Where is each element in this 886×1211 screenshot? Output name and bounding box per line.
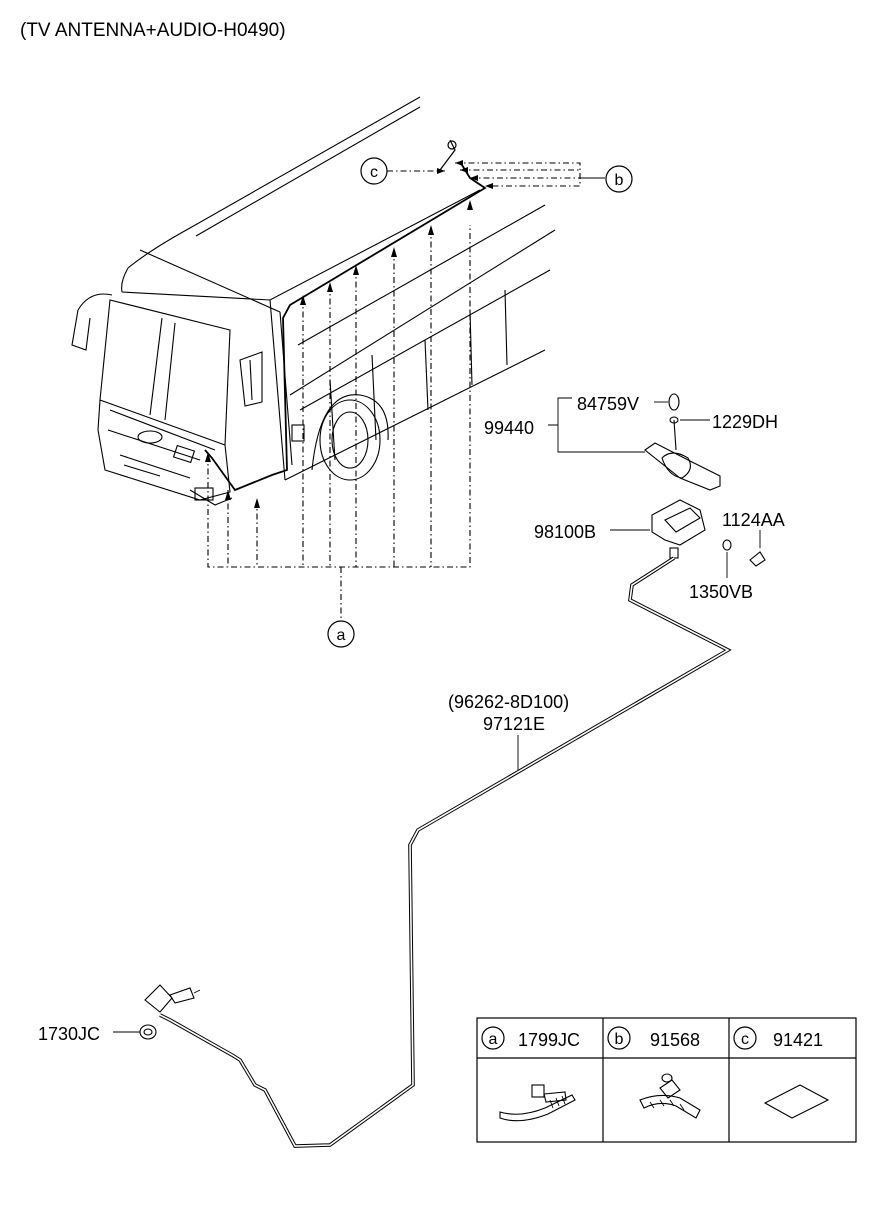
callout-b: b	[455, 160, 633, 193]
callout-c: c	[360, 157, 445, 185]
label-98100B: 98100B	[534, 522, 596, 542]
legend-part-c: 91421	[773, 1030, 823, 1050]
legend-cell-a: a 1799JC	[481, 1026, 580, 1122]
antenna-harness-route	[204, 139, 487, 492]
legend-cell-c: c 91421	[733, 1026, 830, 1119]
label-1730JC: 1730JC	[38, 1024, 100, 1044]
diagram-title: (TV ANTENNA+AUDIO-H0490)	[20, 20, 286, 41]
svg-text:a: a	[337, 627, 346, 644]
label-1350VB: 1350VB	[689, 582, 753, 602]
label-97121E: 97121E	[483, 714, 545, 734]
legend-cell-b: b 91568	[607, 1026, 701, 1119]
legend-part-b: 91568	[650, 1030, 700, 1050]
svg-text:a: a	[489, 1031, 498, 1048]
foam-pad-icon	[763, 1084, 830, 1119]
legend-part-a: 1799JC	[518, 1030, 580, 1050]
antenna-assembly	[548, 393, 766, 578]
bus-illustration	[71, 96, 556, 506]
svg-text:b: b	[615, 172, 624, 189]
svg-text:b: b	[615, 1031, 624, 1048]
label-1124AA: 1124AA	[722, 510, 785, 530]
label-1229DH: 1229DH	[712, 412, 778, 432]
label-84759V: 84759V	[577, 394, 639, 414]
label-96262-8D100: (96262-8D100)	[448, 692, 569, 712]
svg-text:c: c	[741, 1031, 749, 1048]
callout-a: a	[327, 620, 355, 648]
parts-legend-table: a 1799JC b 91568 c 9	[476, 1017, 857, 1143]
svg-text:c: c	[370, 164, 378, 181]
cable-tie-icon	[499, 1084, 576, 1122]
antenna-cable	[113, 556, 732, 1148]
callout-a-leaders	[205, 200, 473, 620]
harness-clip-icon	[639, 1073, 701, 1119]
label-99440: 99440	[484, 418, 534, 438]
